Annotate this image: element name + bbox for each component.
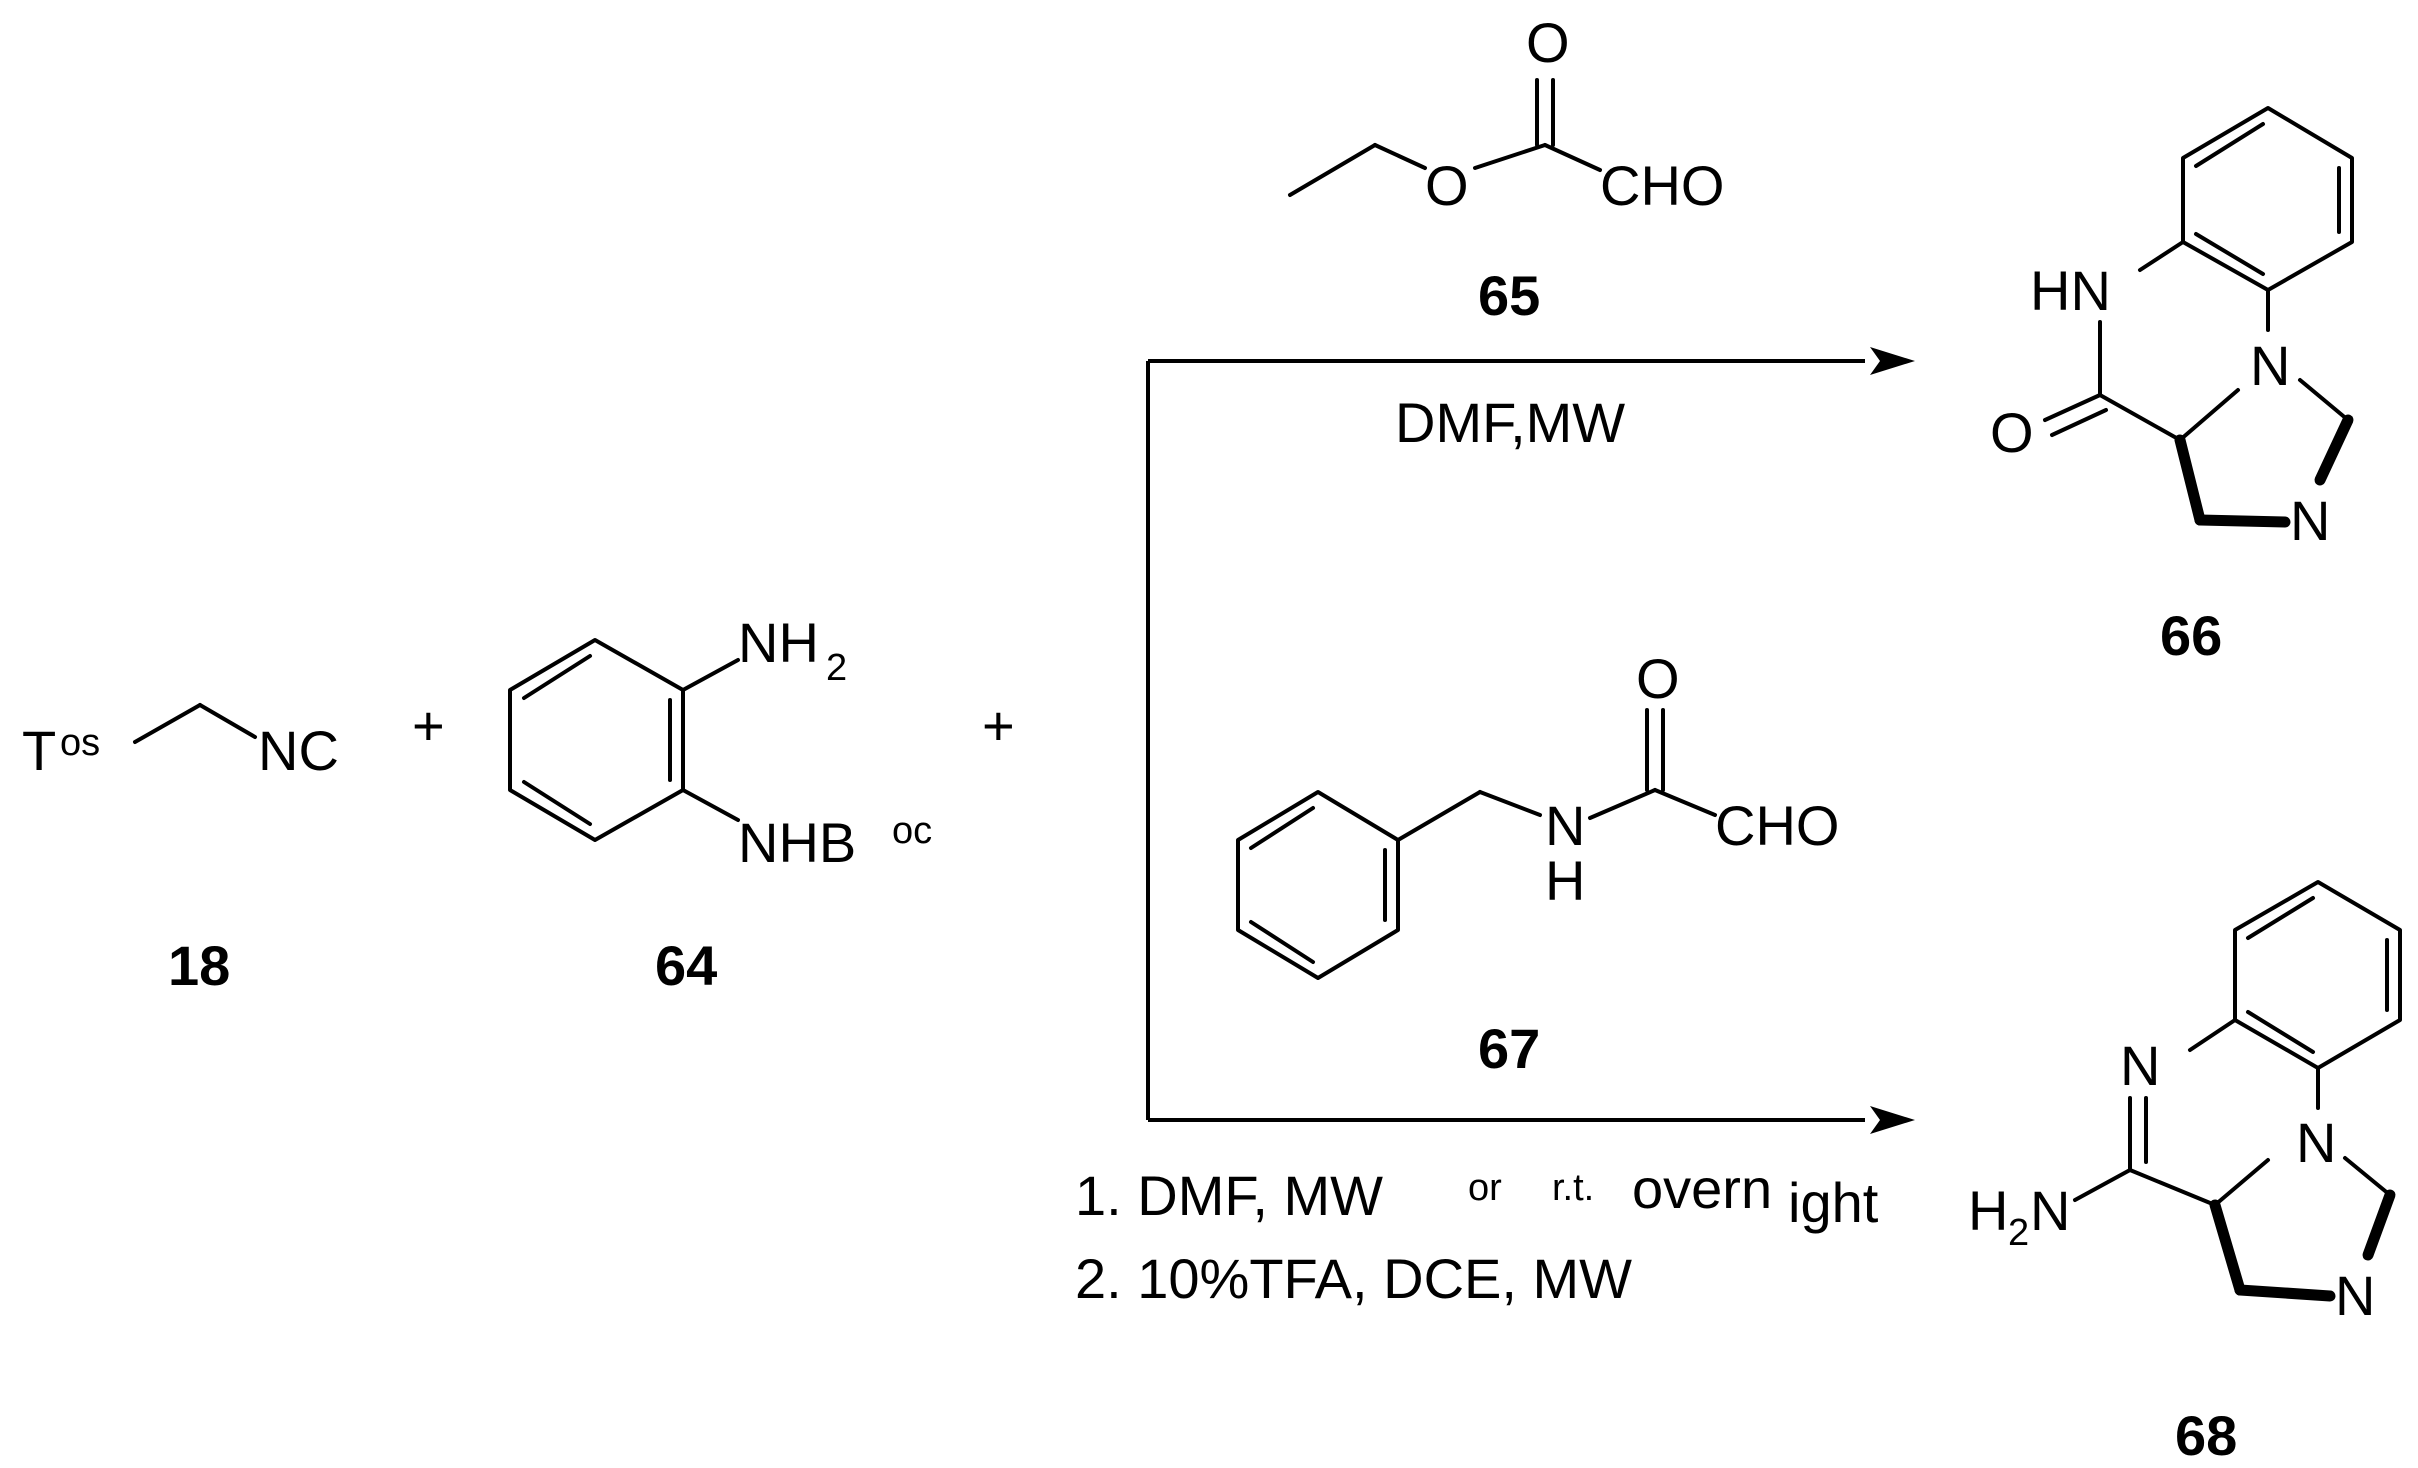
bond bbox=[1543, 143, 1602, 172]
benzene-ring bbox=[2233, 880, 2402, 1070]
reaction-arrows bbox=[1146, 347, 1915, 1134]
arrow-top-head bbox=[1870, 347, 1915, 375]
carbonyl-bond bbox=[2050, 408, 2108, 437]
ring-nitrogen-label: N bbox=[2296, 1111, 2336, 1174]
compound-number-65: 65 bbox=[1478, 264, 1540, 327]
imine-nitrogen-label: N bbox=[2120, 1034, 2160, 1097]
bond bbox=[198, 703, 257, 739]
bond bbox=[681, 788, 740, 822]
conditions-bottom-rt: r.t. bbox=[1552, 1167, 1594, 1209]
imidazole-nitrogen-label: N bbox=[2335, 1264, 2375, 1327]
imidazole-bold-bond bbox=[2194, 514, 2291, 528]
conditions-top: DMF,MW bbox=[1395, 391, 1625, 454]
bond bbox=[2073, 1168, 2132, 1202]
imidazole-nitrogen-label: N bbox=[2290, 489, 2330, 552]
imidazole-bold-bond bbox=[2234, 1284, 2336, 1302]
bond bbox=[2138, 240, 2185, 272]
bond bbox=[2298, 378, 2350, 422]
conditions-bottom-ight: ight bbox=[1788, 1171, 1879, 1234]
compound-65: O O CHO 65 bbox=[1288, 11, 1724, 327]
nh2-label: NH bbox=[738, 611, 819, 674]
conditions-bottom-or: or bbox=[1468, 1167, 1502, 1209]
imidazole-bold-bond bbox=[2314, 414, 2354, 486]
aromatic-inner-bond bbox=[1249, 920, 1315, 964]
compound-64: NH 2 NHB oc 64 bbox=[508, 611, 932, 997]
benzene-ring bbox=[2181, 106, 2354, 292]
bond bbox=[1588, 788, 1657, 820]
compound-68: N H 2 N N N 68 bbox=[1968, 880, 2402, 1467]
amine-subscript: 2 bbox=[2008, 1212, 2029, 1254]
amine-h-label: H bbox=[1968, 1179, 2008, 1242]
tos-t-label: T bbox=[22, 719, 56, 782]
compound-number-68: 68 bbox=[2175, 1404, 2237, 1467]
conditions-bottom-step1: 1. DMF, MW bbox=[1075, 1164, 1383, 1227]
bond bbox=[681, 658, 740, 692]
plus-sign-1: + bbox=[412, 694, 445, 757]
compound-66: HN O N N 66 bbox=[1990, 106, 2354, 667]
plus-sign-2: + bbox=[982, 694, 1015, 757]
bond bbox=[1373, 143, 1427, 170]
ring-nitrogen-label: N bbox=[2250, 334, 2290, 397]
aromatic-inner-bond bbox=[2246, 896, 2315, 940]
benzene-ring bbox=[1236, 790, 1400, 980]
amide-nitrogen-label: N bbox=[1545, 794, 1585, 857]
hn-label: HN bbox=[2030, 259, 2111, 322]
compound-number-18: 18 bbox=[168, 934, 230, 997]
compound-18: T os NC 18 bbox=[22, 703, 339, 997]
conditions-bottom-overn: overn bbox=[1632, 1157, 1772, 1220]
carbonyl-oxygen-label: O bbox=[1636, 647, 1680, 710]
carbonyl-bond bbox=[2043, 393, 2102, 422]
amide-hydrogen-label: H bbox=[1545, 849, 1585, 912]
arrow-bottom-head bbox=[1870, 1106, 1915, 1134]
bond bbox=[2188, 1018, 2237, 1052]
bond bbox=[1478, 790, 1542, 817]
isocyanide-label: NC bbox=[258, 719, 339, 782]
bond bbox=[2178, 388, 2240, 442]
boc-oc-label: oc bbox=[892, 810, 932, 852]
carbonyl-oxygen-label: O bbox=[1990, 401, 2034, 464]
ester-oxygen-label: O bbox=[1425, 154, 1469, 217]
compound-number-67: 67 bbox=[1478, 1017, 1540, 1080]
imidazole-bold-bond bbox=[2209, 1199, 2246, 1296]
carbonyl-oxygen-label: O bbox=[1526, 11, 1570, 74]
aromatic-inner-bond bbox=[2246, 1010, 2315, 1054]
cho-label: CHO bbox=[1715, 794, 1839, 857]
bond bbox=[2128, 1168, 2217, 1207]
bond bbox=[1473, 143, 1547, 170]
aromatic-inner-bond bbox=[2194, 232, 2265, 276]
aromatic-inner-bond bbox=[2194, 122, 2265, 168]
bond bbox=[1396, 790, 1482, 842]
amine-n-label: N bbox=[2030, 1179, 2070, 1242]
bond bbox=[1653, 788, 1717, 817]
imidazole-bold-bond bbox=[2362, 1189, 2396, 1261]
nhboc-label: NHB bbox=[738, 811, 856, 874]
compound-number-66: 66 bbox=[2160, 604, 2222, 667]
imidazole-bold-bond bbox=[2174, 434, 2206, 526]
nh2-subscript: 2 bbox=[826, 647, 847, 689]
conditions-bottom-step2: 2. 10%TFA, DCE, MW bbox=[1075, 1247, 1632, 1310]
bond bbox=[133, 703, 202, 744]
benzene-ring bbox=[508, 638, 685, 842]
bond bbox=[1288, 143, 1377, 197]
aromatic-inner-bond bbox=[1249, 806, 1315, 850]
compound-67: N H O CHO 67 bbox=[1236, 647, 1839, 1080]
aromatic-inner-bond bbox=[522, 654, 592, 700]
compound-number-64: 64 bbox=[655, 934, 717, 997]
bond bbox=[2343, 1156, 2392, 1197]
tos-os-label: os bbox=[60, 722, 100, 764]
bond bbox=[2098, 393, 2182, 442]
bond bbox=[2213, 1158, 2270, 1207]
aromatic-inner-bond bbox=[522, 780, 592, 826]
cho-label: CHO bbox=[1600, 154, 1724, 217]
